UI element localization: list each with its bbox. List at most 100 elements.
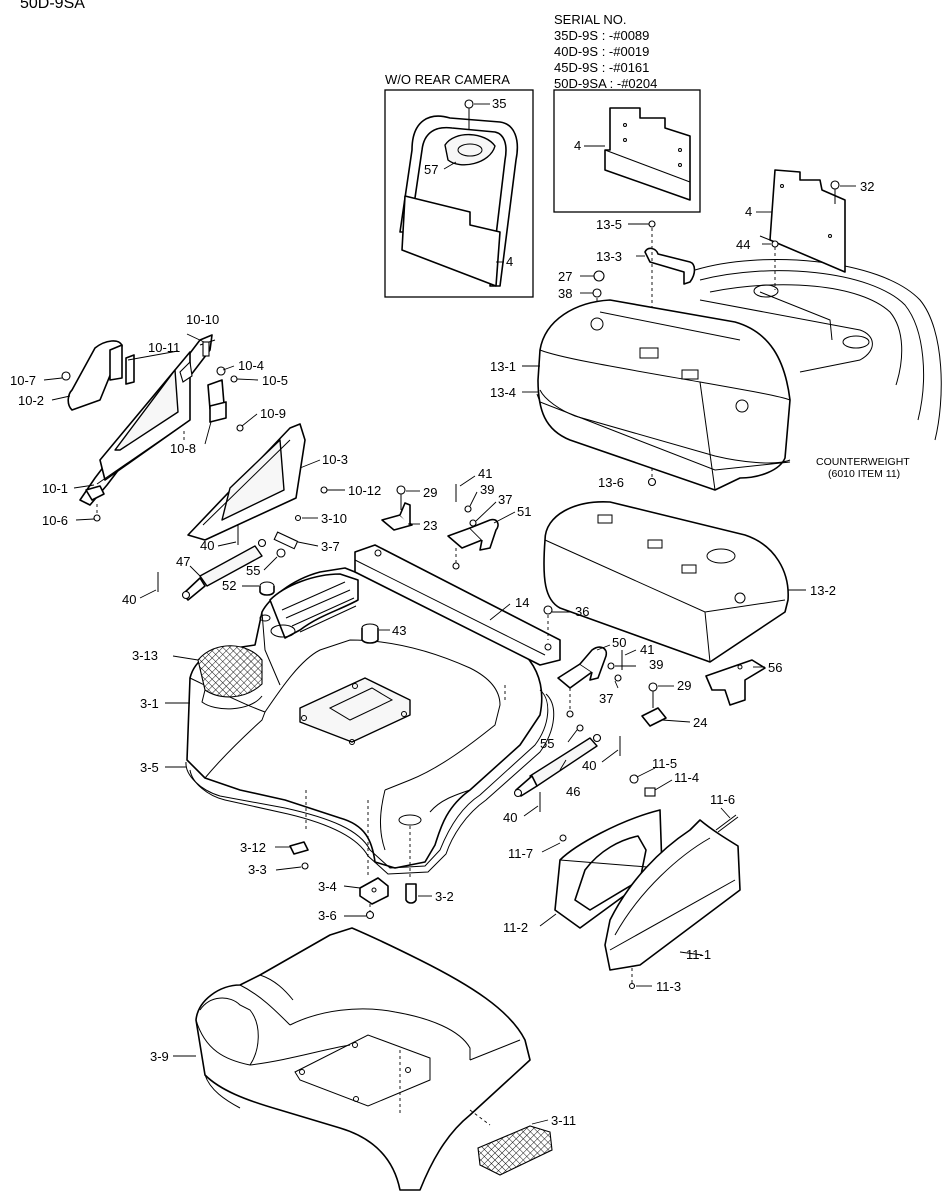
callout: 11-6 (710, 792, 735, 807)
callout: 29 (423, 485, 437, 500)
window-panel-10-3 (187, 423, 306, 541)
callout: 56 (768, 660, 782, 675)
callout: 3-3 (248, 862, 267, 877)
bolt-3-2 (405, 883, 432, 904)
callout: 3-6 (318, 908, 337, 923)
callout: 13-5 (596, 217, 622, 232)
callout: 40 (200, 538, 214, 553)
callout: 10-3 (322, 452, 348, 467)
counterweight-note: COUNTERWEIGHT (816, 456, 910, 468)
callout: 47 (176, 554, 190, 569)
callout: 23 (423, 518, 437, 533)
callout: 41 (640, 642, 654, 657)
serial-inset-box (553, 89, 701, 213)
callout: 50 (612, 635, 626, 650)
callout: 11-1 (686, 947, 711, 962)
bracket-56 (705, 659, 766, 706)
callout: 13-4 (490, 385, 516, 400)
callout: 11-2 (503, 920, 528, 935)
callout: 40 (503, 810, 517, 825)
callout: 40 (582, 758, 596, 773)
clip-3-12 (275, 841, 309, 871)
side-panel-hardware (43, 333, 345, 522)
callout: 10-6 (42, 513, 68, 528)
callout: 4 (745, 204, 752, 219)
callout: 29 (677, 678, 691, 693)
bracket-50 (557, 644, 637, 718)
callout: 46 (566, 784, 580, 799)
side-panel-10-1 (79, 334, 216, 506)
serial-line: 40D-9S : -#0019 (554, 44, 649, 59)
bolt-36 (543, 605, 572, 615)
callout: 10-1 (42, 481, 68, 496)
callout: 3-12 (240, 840, 266, 855)
callout: 10-9 (260, 406, 286, 421)
callout: 44 (736, 237, 750, 252)
counterweight-outline: COUNTERWEIGHT (6010 ITEM 11) (694, 259, 942, 480)
callout-labels: 35 57 4 4 4 32 44 13-5 13-3 27 38 13-1 1… (10, 96, 874, 1128)
callout: 3-4 (318, 879, 337, 894)
callout: 39 (649, 657, 663, 672)
callout: 55 (540, 736, 554, 751)
callout: 55 (246, 563, 260, 578)
serial-line: 50D-9SA : -#0204 (554, 76, 657, 91)
model-title: 50D-9SA (20, 0, 85, 12)
callout: 3-11 (551, 1113, 576, 1128)
callout: 3-7 (321, 539, 340, 554)
callout: 39 (480, 482, 494, 497)
callout: 10-7 (10, 373, 36, 388)
bracket-24 (641, 682, 691, 727)
bracket-3-4 (343, 877, 389, 920)
callout: 51 (517, 504, 531, 519)
callout: 4 (574, 138, 581, 153)
callout: 13-1 (490, 359, 516, 374)
callout: 3-9 (150, 1049, 169, 1064)
serial-line: 35D-9S : -#0089 (554, 28, 649, 43)
gas-spring-46 (513, 724, 621, 817)
callout: 14 (515, 595, 529, 610)
callout: 13-2 (810, 583, 836, 598)
callout: 3-1 (140, 696, 159, 711)
callout: 11-4 (674, 770, 699, 785)
bracket-51 (447, 475, 516, 572)
serial-number-block: SERIAL NO. 35D-9S : -#0089 40D-9S : -#00… (554, 12, 657, 91)
callout: 10-10 (186, 312, 219, 327)
callout: 13-6 (598, 475, 624, 490)
callout: 3-10 (321, 511, 347, 526)
callout: 13-3 (596, 249, 622, 264)
callout: 3-5 (140, 760, 159, 775)
side-panel-11 (539, 767, 741, 990)
callout: 24 (693, 715, 707, 730)
seal-3-5 (165, 689, 555, 875)
callout: 41 (478, 466, 492, 481)
gas-spring-47 (139, 514, 319, 601)
rail-14 (354, 544, 561, 666)
callout: 3-2 (435, 889, 454, 904)
callout: 43 (392, 623, 406, 638)
callout: 35 (492, 96, 506, 111)
callout: 57 (424, 162, 438, 177)
callout: 10-11 (148, 340, 180, 355)
callout: 52 (222, 578, 236, 593)
callout: 37 (599, 691, 613, 706)
callout: 40 (122, 592, 136, 607)
lower-hood-3-9 (173, 927, 531, 1191)
rear-camera-inset: W/O REAR CAMERA (384, 72, 534, 298)
top-cover-13-1 (522, 299, 791, 491)
counterweight-note: (6010 ITEM 11) (828, 468, 900, 480)
bracket-23 (381, 485, 420, 531)
callout: 10-8 (170, 441, 196, 456)
callout: 10-5 (262, 373, 288, 388)
callout: 11-3 (656, 979, 681, 994)
serial-heading: SERIAL NO. (554, 12, 626, 27)
callout: 38 (558, 286, 572, 301)
callout: 32 (860, 179, 874, 194)
callout: 27 (558, 269, 572, 284)
inset-caption: W/O REAR CAMERA (385, 72, 510, 87)
callout: 4 (506, 254, 513, 269)
callout: 11-7 (508, 846, 533, 861)
callout: 36 (575, 604, 589, 619)
callout: 37 (498, 492, 512, 507)
callout: 10-4 (238, 358, 264, 373)
